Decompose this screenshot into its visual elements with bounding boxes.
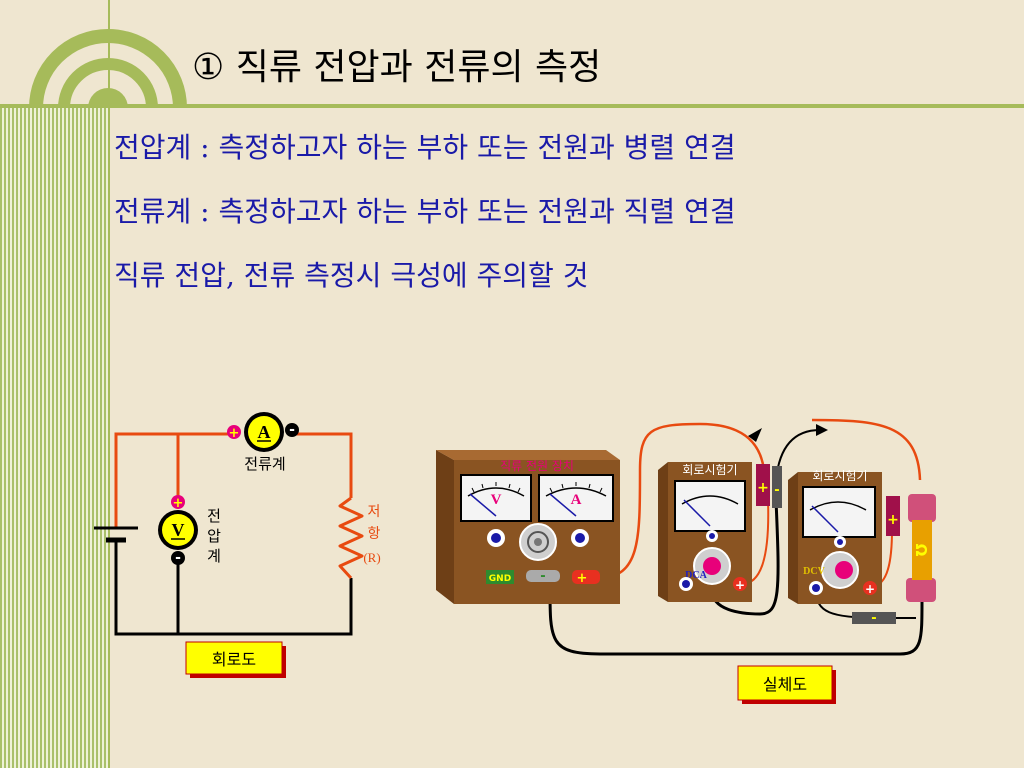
tester1-mode: DCA: [685, 570, 707, 581]
physical-wiring: 직류 전원 장치 V A G: [436, 418, 936, 704]
voltmeter-rule-text: 전압계 : 측정하고자 하는 부하 또는 전원과 병렬 연결: [114, 131, 736, 164]
gnd-terminal-label: GND: [489, 574, 511, 584]
clip1-minus: -: [774, 483, 779, 498]
supply-a-meter-letter: A: [571, 492, 582, 508]
ammeter-rule-text: 전류계 : 측정하고자 하는 부하 또는 전원과 직렬 연결: [114, 195, 736, 228]
resistor-ohm-symbol: Ω: [912, 544, 930, 557]
voltmeter-symbol: V + -: [158, 495, 198, 566]
connector-clip-3: -: [852, 611, 896, 626]
connector-clip-1: + -: [756, 464, 782, 508]
schematic-caption: 회로도: [212, 650, 256, 669]
ammeter-minus: -: [289, 422, 295, 438]
schematic: A + - 전류계 V + - 전 압 계 저 항 (R) 회로도: [94, 412, 381, 678]
page-title: ① 직류 전압과 전류의 측정: [192, 47, 602, 88]
voltmeter-label-3: 계: [207, 547, 221, 565]
physical-caption: 실체도: [763, 675, 807, 694]
tester1-plus: +: [735, 578, 745, 592]
resistor-label-3: (R): [363, 550, 380, 565]
horizontal-divider: [0, 104, 1024, 108]
resistor-symbol: [338, 496, 364, 580]
supply-v-meter-letter: V: [491, 492, 502, 508]
voltmeter-label-1: 전: [207, 507, 221, 525]
dc-power-supply: 직류 전원 장치 V A G: [436, 450, 620, 604]
clip3-minus: -: [871, 611, 876, 626]
left-stripe-band: [0, 108, 108, 768]
tester1-label: 회로시험기: [682, 463, 737, 477]
polarity-note-text: 직류 전압, 전류 측정시 극성에 주의할 것: [114, 259, 589, 292]
circuit-tester-voltmeter: 회로시험기 DCV +: [788, 469, 882, 604]
vertical-divider: [108, 0, 110, 768]
clip2-plus: +: [887, 512, 899, 528]
voltmeter-label-2: 압: [207, 527, 221, 545]
voltmeter-letter: V: [172, 520, 185, 540]
circuit-tester-ammeter: 회로시험기 DCA +: [658, 462, 752, 602]
supply-minus-terminal: -: [540, 569, 545, 584]
voltmeter-plus: +: [173, 496, 184, 511]
ammeter-label: 전류계: [244, 455, 285, 473]
battery-symbol: [94, 526, 138, 543]
clip1-plus: +: [757, 480, 769, 496]
concentric-arcs-logo: [29, 29, 187, 108]
resistor-label-2: 항: [368, 526, 381, 542]
voltmeter-minus: -: [175, 550, 181, 566]
ammeter-plus: +: [229, 426, 240, 441]
ammeter-letter: A: [258, 422, 271, 442]
tester2-mode: DCV: [803, 566, 825, 577]
tester2-plus: +: [865, 582, 875, 596]
tester2-label: 회로시험기: [812, 469, 867, 483]
physical-resistor: Ω: [906, 494, 936, 602]
power-supply-label: 직류 전원 장치: [500, 459, 574, 473]
resistor-label-1: 저: [368, 504, 381, 520]
supply-plus-terminal: +: [577, 571, 588, 586]
connector-clip-2: +: [886, 496, 900, 536]
ammeter-symbol: A + -: [227, 412, 299, 452]
